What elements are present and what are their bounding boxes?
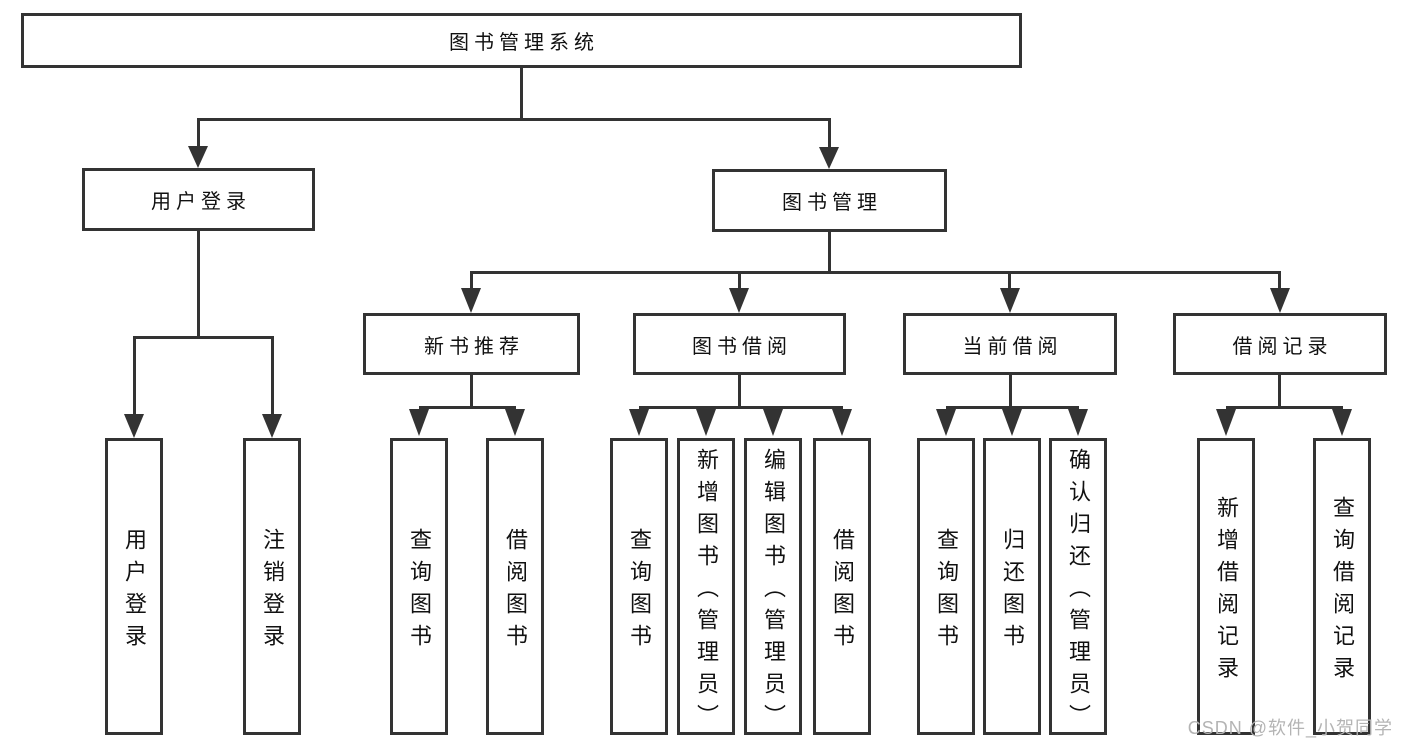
connector-root-stem bbox=[520, 68, 523, 120]
node-library-system: 图书管理系统 bbox=[21, 13, 1022, 68]
leaf-borrow-books-borrow: 借阅图书 bbox=[813, 438, 871, 735]
connector-book-mgmt-shaft bbox=[828, 120, 831, 149]
leaf-add-books-admin: 新增图书（管理员） bbox=[677, 438, 735, 736]
connector-newrec-stem bbox=[470, 375, 473, 408]
node-label: 用户登录 bbox=[151, 191, 251, 213]
connector-leaf-logout-shaft bbox=[271, 336, 274, 416]
connector-newrec-subbus bbox=[419, 406, 516, 409]
node-current-borrowing: 当前借阅 bbox=[903, 313, 1117, 375]
connector-current-stem bbox=[1009, 375, 1012, 408]
arrowhead-leaf-return-books bbox=[1002, 409, 1022, 436]
leaf-query-books-borrow: 查询图书 bbox=[610, 438, 668, 735]
node-book-borrowing: 图书借阅 bbox=[633, 313, 846, 375]
node-new-book-recommend: 新书推荐 bbox=[363, 313, 580, 375]
arrowhead-to-leaf-user-login bbox=[124, 414, 144, 438]
arrowhead-to-current-borrowing bbox=[1000, 288, 1020, 313]
arrowhead-leaf-borrow-books-borrow bbox=[832, 409, 852, 436]
arrowhead-leaf-borrow-books-newrec bbox=[505, 409, 525, 436]
leaf-add-borrow-record: 新增借阅记录 bbox=[1197, 438, 1255, 735]
leaf-confirm-return-admin: 确认归还（管理员） bbox=[1049, 438, 1107, 736]
arrowhead-leaf-query-books-current bbox=[936, 409, 956, 436]
arrowhead-to-book-borrowing bbox=[729, 288, 749, 313]
arrowhead-to-leaf-logout bbox=[262, 414, 282, 438]
node-label: 当前借阅 bbox=[962, 335, 1063, 358]
leaf-query-borrow-record: 查询借阅记录 bbox=[1313, 438, 1371, 735]
connector-book-mgmt-stem bbox=[828, 232, 831, 273]
leaf-label: 归还图书 bbox=[1000, 527, 1025, 656]
node-label: 借阅记录 bbox=[1232, 335, 1333, 358]
leaf-label: 新增图书（管理员） bbox=[694, 447, 719, 736]
connector-user-login-stem bbox=[197, 231, 200, 338]
connector-borrowing-shaft bbox=[738, 273, 741, 290]
connector-records-subbus bbox=[1226, 406, 1343, 409]
arrowhead-leaf-confirm-return bbox=[1068, 409, 1088, 436]
leaf-label: 编辑图书（管理员） bbox=[761, 447, 786, 736]
csdn-watermark: CSDN @软件_小贺同学 bbox=[1187, 718, 1393, 738]
arrowhead-leaf-query-books-borrow bbox=[629, 409, 649, 436]
node-book-management: 图书管理 bbox=[712, 169, 947, 232]
leaf-label: 查询借阅记录 bbox=[1330, 495, 1355, 688]
arrowhead-to-user-login bbox=[188, 146, 208, 168]
connector-records-stem bbox=[1278, 375, 1281, 408]
connector-level1-bus bbox=[197, 118, 831, 121]
leaf-borrow-books-newrec: 借阅图书 bbox=[486, 438, 544, 735]
connector-borrowing-subbus bbox=[639, 406, 843, 409]
node-label: 图书借阅 bbox=[692, 335, 792, 358]
arrowhead-leaf-add-record bbox=[1216, 409, 1236, 436]
connector-user-login-shaft bbox=[197, 120, 200, 148]
arrowhead-leaf-query-books-newrec bbox=[409, 409, 429, 436]
arrowhead-to-borrowing-records bbox=[1270, 288, 1290, 313]
leaf-label: 注销登录 bbox=[260, 527, 285, 656]
leaf-query-books-current: 查询图书 bbox=[917, 438, 975, 735]
connector-current-shaft bbox=[1008, 273, 1011, 290]
leaf-user-login: 用户登录 bbox=[105, 438, 163, 735]
arrowhead-to-new-book-recommend bbox=[461, 288, 481, 313]
leaf-label: 查询图书 bbox=[934, 527, 959, 656]
arrowhead-leaf-edit-books bbox=[763, 409, 783, 436]
leaf-label: 用户登录 bbox=[122, 527, 147, 656]
node-user-login: 用户登录 bbox=[82, 168, 315, 231]
leaf-label: 查询图书 bbox=[407, 527, 432, 656]
connector-records-shaft bbox=[1278, 273, 1281, 290]
leaf-label: 借阅图书 bbox=[830, 527, 855, 656]
leaf-label: 借阅图书 bbox=[503, 527, 528, 656]
leaf-label: 新增借阅记录 bbox=[1214, 495, 1239, 688]
arrowhead-leaf-add-books bbox=[696, 409, 716, 436]
connector-newrec-shaft bbox=[470, 273, 473, 290]
leaf-query-books-newrec: 查询图书 bbox=[390, 438, 448, 735]
arrowhead-leaf-query-record bbox=[1332, 409, 1352, 436]
connector-user-login-subbus bbox=[133, 336, 274, 339]
leaf-return-books: 归还图书 bbox=[983, 438, 1041, 735]
leaf-label: 确认归还（管理员） bbox=[1066, 447, 1091, 736]
node-borrowing-records: 借阅记录 bbox=[1173, 313, 1387, 375]
leaf-logout: 注销登录 bbox=[243, 438, 301, 735]
connector-level2-bus bbox=[470, 271, 1281, 274]
node-label: 图书管理 bbox=[782, 192, 882, 214]
connector-borrowing-stem bbox=[738, 375, 741, 408]
connector-current-subbus bbox=[946, 406, 1079, 409]
leaf-edit-books-admin: 编辑图书（管理员） bbox=[744, 438, 802, 736]
arrowhead-to-book-mgmt bbox=[819, 147, 839, 169]
leaf-label: 查询图书 bbox=[627, 527, 652, 656]
node-label: 图书管理系统 bbox=[449, 32, 599, 54]
node-label: 新书推荐 bbox=[424, 335, 524, 358]
connector-leaf-login-shaft bbox=[133, 336, 136, 416]
